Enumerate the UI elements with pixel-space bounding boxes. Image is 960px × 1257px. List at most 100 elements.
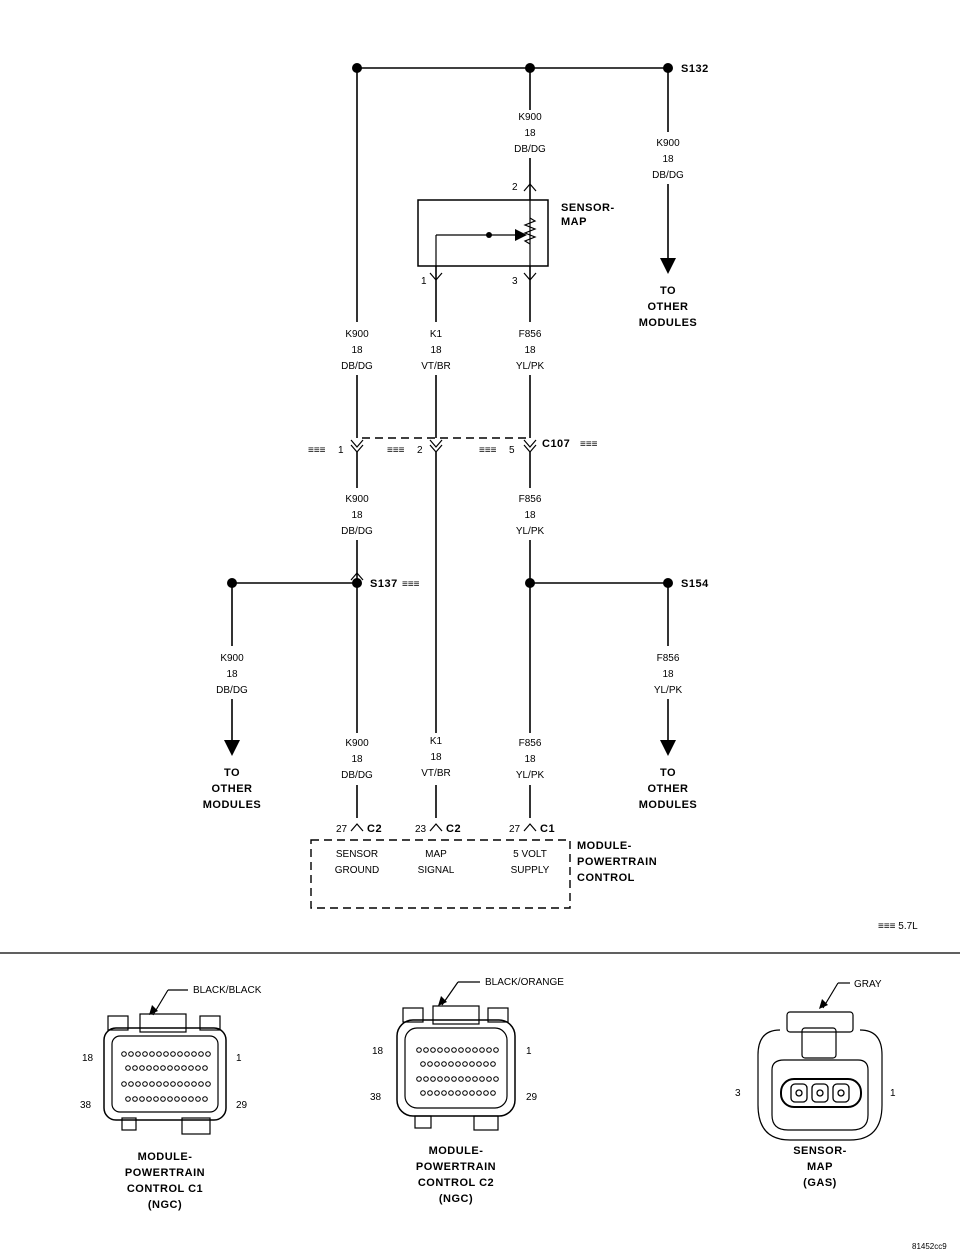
- svg-text:18: 18: [662, 154, 674, 165]
- svg-text:K900: K900: [220, 653, 244, 664]
- sensor-pin-3: 3: [512, 276, 518, 287]
- svg-text:18: 18: [524, 345, 536, 356]
- svg-text:OTHER: OTHER: [648, 301, 689, 313]
- svg-text:YL/PK: YL/PK: [516, 526, 545, 537]
- svg-text:TO: TO: [660, 285, 676, 297]
- svg-text:18: 18: [524, 510, 536, 521]
- svg-text:5 VOLT: 5 VOLT: [513, 849, 547, 860]
- svg-text:POWERTRAIN: POWERTRAIN: [416, 1161, 496, 1173]
- svg-text:18: 18: [524, 754, 536, 765]
- connector-pin-symbol: [523, 183, 537, 192]
- wire-label-bottom-center: K1 18 VT/BR: [421, 736, 450, 779]
- pcm-module: 27 C2 23 C2 27 C1 SENSOR GROUND MAP SIGN…: [310, 823, 657, 909]
- wire-label-low-right: F856 18 YL/PK: [516, 494, 545, 537]
- wire-label-mid-left: K900 18 DB/DG: [341, 329, 373, 372]
- svg-text:MODULES: MODULES: [639, 799, 698, 811]
- svg-text:DB/DG: DB/DG: [652, 170, 684, 181]
- pcm-pin-num: 23: [415, 824, 427, 835]
- svg-text:CONTROL C1: CONTROL C1: [127, 1183, 203, 1195]
- svg-text:DB/DG: DB/DG: [514, 144, 546, 155]
- svg-text:18: 18: [430, 752, 442, 763]
- svg-text:(NGC): (NGC): [148, 1199, 182, 1211]
- svg-text:DB/DG: DB/DG: [341, 770, 373, 781]
- connector-c107: C107 ≡≡≡ ≡≡≡ 1 ≡≡≡ 2 ≡≡≡ 5: [308, 437, 598, 456]
- svg-text:K1: K1: [430, 736, 443, 747]
- c107-pin-1: 1: [338, 445, 344, 456]
- svg-text:MODULES: MODULES: [639, 317, 698, 329]
- svg-text:SIGNAL: SIGNAL: [418, 865, 455, 876]
- svg-text:F856: F856: [657, 653, 680, 664]
- splice-s154-label: S154: [681, 578, 709, 590]
- svg-text:3: 3: [735, 1088, 741, 1099]
- pcm-label: MODULE-: [577, 840, 632, 852]
- c107-pin-5: 5: [509, 445, 515, 456]
- svg-text:1: 1: [890, 1088, 896, 1099]
- map-connector-color-label: GRAY: [854, 979, 882, 990]
- svg-text:29: 29: [526, 1092, 538, 1103]
- svg-text:K900: K900: [345, 329, 369, 340]
- svg-text:1: 1: [526, 1046, 532, 1057]
- svg-text:GROUND: GROUND: [335, 865, 379, 876]
- c2-color-label: BLACK/ORANGE: [485, 977, 564, 988]
- connector-c1-face: BLACK/BLACK 18 1 38 29 MODULE- POWERTRAI…: [80, 985, 262, 1211]
- svg-text:YL/PK: YL/PK: [516, 770, 545, 781]
- svg-text:OTHER: OTHER: [648, 783, 689, 795]
- svg-text:K900: K900: [656, 138, 680, 149]
- svg-text:DB/DG: DB/DG: [341, 361, 373, 372]
- c107-hash: ≡≡≡: [580, 439, 598, 450]
- c107-hash: ≡≡≡: [479, 445, 497, 456]
- svg-text:YL/PK: YL/PK: [654, 685, 683, 696]
- svg-text:MODULES: MODULES: [203, 799, 262, 811]
- c107-hash: ≡≡≡: [387, 445, 405, 456]
- svg-text:DB/DG: DB/DG: [216, 685, 248, 696]
- svg-text:18: 18: [372, 1046, 384, 1057]
- to-other-modules-left: TO OTHER MODULES: [203, 767, 262, 811]
- splice-s137-label: S137: [370, 578, 398, 590]
- svg-text:18: 18: [226, 669, 238, 680]
- sensor-pin-1: 1: [421, 276, 427, 287]
- wire-label-mid-right: F856 18 YL/PK: [516, 329, 545, 372]
- svg-text:MAP: MAP: [807, 1161, 833, 1173]
- svg-text:VT/BR: VT/BR: [421, 768, 450, 779]
- svg-text:18: 18: [82, 1053, 94, 1064]
- wire-label-bottom-right: F856 18 YL/PK: [516, 738, 545, 781]
- svg-text:MODULE-: MODULE-: [429, 1145, 484, 1157]
- svg-text:DB/DG: DB/DG: [341, 526, 373, 537]
- wire-label-branch-left: K900 18 DB/DG: [216, 653, 248, 696]
- wire-label-bottom-left: K900 18 DB/DG: [341, 738, 373, 781]
- svg-text:29: 29: [236, 1100, 248, 1111]
- sensor-map-label-1: SENSOR-: [561, 202, 615, 214]
- pcm-pin-conn: C1: [540, 823, 555, 835]
- svg-text:18: 18: [351, 345, 363, 356]
- svg-text:MAP: MAP: [425, 849, 447, 860]
- svg-text:SENSOR-: SENSOR-: [793, 1145, 847, 1157]
- svg-text:38: 38: [370, 1092, 382, 1103]
- svg-text:F856: F856: [519, 738, 542, 749]
- c107-pin-2: 2: [417, 445, 423, 456]
- pcm-label: CONTROL: [577, 872, 635, 884]
- sensor-pin-2: 2: [512, 182, 518, 193]
- svg-text:K900: K900: [345, 494, 369, 505]
- svg-text:1: 1: [236, 1053, 242, 1064]
- connector-map-face: GRAY 3 1 SENSOR- MAP (GAS): [735, 979, 896, 1189]
- svg-text:18: 18: [351, 754, 363, 765]
- legend-text: ≡≡≡ 5.7L: [878, 921, 918, 932]
- pcm-pin-conn: C2: [446, 823, 461, 835]
- svg-text:SUPPLY: SUPPLY: [511, 865, 550, 876]
- pcm-pin-num: 27: [336, 824, 348, 835]
- svg-text:K900: K900: [518, 112, 542, 123]
- svg-text:CONTROL C2: CONTROL C2: [418, 1177, 494, 1189]
- sensor-map-label-2: MAP: [561, 216, 587, 228]
- to-other-modules-right: TO OTHER MODULES: [639, 767, 698, 811]
- wire-label-top-center: K900 18 DB/DG: [514, 112, 546, 155]
- pcm-label: POWERTRAIN: [577, 856, 657, 868]
- svg-text:YL/PK: YL/PK: [516, 361, 545, 372]
- svg-text:(NGC): (NGC): [439, 1193, 473, 1205]
- svg-text:F856: F856: [519, 329, 542, 340]
- svg-text:K1: K1: [430, 329, 443, 340]
- to-other-modules-top: TO OTHER MODULES: [639, 285, 698, 329]
- svg-text:SENSOR: SENSOR: [336, 849, 378, 860]
- svg-text:F856: F856: [519, 494, 542, 505]
- wire-label-low-left: K900 18 DB/DG: [341, 494, 373, 537]
- svg-text:TO: TO: [660, 767, 676, 779]
